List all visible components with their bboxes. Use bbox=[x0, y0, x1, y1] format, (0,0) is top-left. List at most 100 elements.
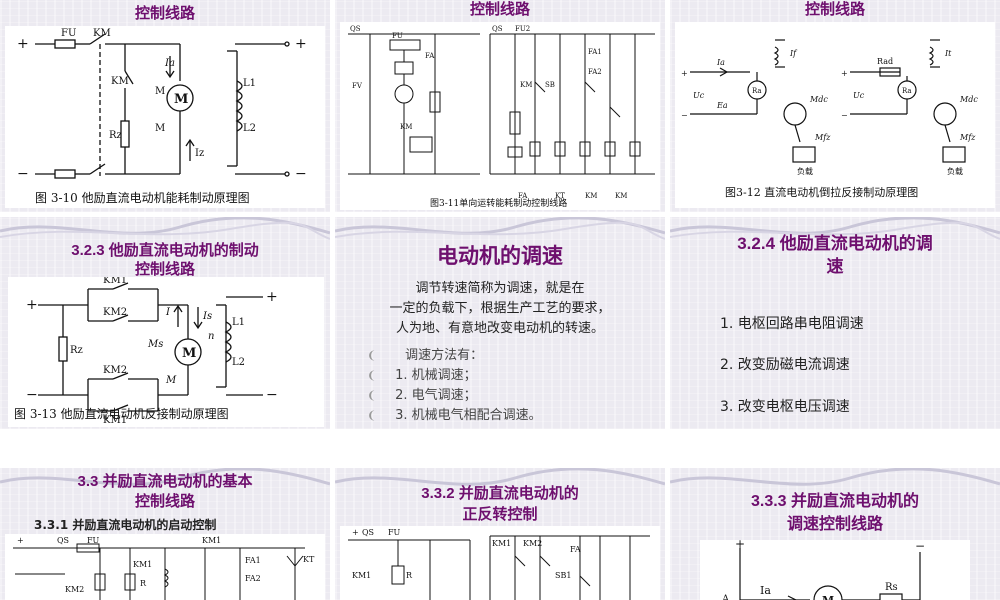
fu-label: FU bbox=[87, 536, 100, 545]
svg-text:−: − bbox=[915, 540, 925, 553]
slide-thumbnail-9[interactable]: 3.3.3 并励直流电动机的 调速控制线路 + − Ia M Rs bbox=[670, 468, 1000, 600]
svg-text:SB: SB bbox=[545, 81, 555, 89]
ms-label: Ms bbox=[147, 339, 163, 350]
bullet-icon: ❨ bbox=[367, 369, 377, 382]
svg-text:KM1: KM1 bbox=[103, 415, 127, 426]
svg-text:−: − bbox=[841, 111, 848, 120]
definition-line-2: 一定的负载下，根据生产工艺的要求， bbox=[389, 301, 611, 316]
svg-text:M: M bbox=[182, 346, 196, 361]
ia-label: Ia bbox=[760, 584, 771, 597]
slide-thumbnail-4[interactable]: 3.2.3 他励直流电动机的制动 控制线路 bbox=[0, 217, 330, 429]
svg-text:Ra: Ra bbox=[902, 87, 912, 95]
svg-text:−: − bbox=[681, 111, 688, 120]
slide-thumbnail-7[interactable]: 3.3 并励直流电动机的基本 控制线路 3.3.1 并励直流电动机的启动控制 bbox=[0, 468, 330, 600]
svg-text:+: + bbox=[295, 36, 307, 52]
svg-text:KM: KM bbox=[585, 192, 597, 200]
circuit-figure: + − Ia M Rs A bbox=[700, 537, 970, 600]
fu-label: FU bbox=[388, 528, 401, 537]
figure-caption: 图3-11单向运转能耗制动控制线路 bbox=[430, 199, 568, 209]
is-label: Is bbox=[202, 311, 212, 322]
svg-text:KM: KM bbox=[520, 81, 532, 89]
svg-text:+: + bbox=[841, 69, 848, 78]
circuit-figure: + QS FU KM1 KM2 FA SB1 R KM1 bbox=[340, 526, 660, 600]
decorative-swirl bbox=[0, 217, 330, 240]
svg-text:KM1: KM1 bbox=[202, 536, 221, 545]
ea-label: Ea bbox=[716, 101, 728, 110]
slide-title: 3.3.3 并励直流电动机的 bbox=[750, 493, 920, 510]
fa2-label: FA2 bbox=[245, 574, 261, 583]
circuit-figure: + QS FU KM1 KM1 FA1 FA2 KT R KM2 bbox=[5, 534, 325, 600]
list-item: 3. 改变电枢电压调速 bbox=[720, 399, 850, 415]
slide-thumbnail-2[interactable]: 控制线路 bbox=[335, 0, 665, 212]
n-label: n bbox=[208, 331, 214, 342]
km2-label: KM2 bbox=[65, 585, 84, 594]
section-subtitle: 3.3.1 并励直流电动机的启动控制 bbox=[34, 518, 217, 532]
km2-top-label: KM2 bbox=[103, 307, 127, 318]
definition-line-3: 人为地、有意地改变电动机的转速。 bbox=[395, 321, 604, 336]
m-label: M bbox=[165, 375, 177, 386]
slide-title: 3.2.4 他励直流电动机的调 bbox=[737, 234, 933, 253]
l2-label: L2 bbox=[232, 357, 245, 368]
iz-label: Iz bbox=[195, 148, 204, 159]
slide-thumbnail-6[interactable]: 3.2.4 他励直流电动机的调 速 1. 电枢回路串电阻调速 2. 改变励磁电流… bbox=[670, 217, 1000, 429]
m-label: M bbox=[155, 123, 165, 134]
svg-text:+: + bbox=[681, 69, 688, 78]
rz-label: Rz bbox=[70, 345, 83, 356]
slide-title: 电动机的调速 bbox=[437, 245, 563, 268]
r-label: R bbox=[140, 579, 147, 588]
km-contact-label: KM bbox=[111, 76, 129, 87]
slide-thumbnail-8[interactable]: 3.3.2 并励直流电动机的 正反转控制 bbox=[335, 468, 665, 600]
l1-label: L1 bbox=[243, 78, 256, 89]
svg-text:+: + bbox=[26, 297, 38, 313]
speed-control-diagram: + − Ia M Rs A bbox=[721, 537, 925, 600]
svg-text:负载: 负载 bbox=[947, 166, 963, 176]
slide-title: 控制线路 bbox=[134, 5, 195, 22]
ms-label: M bbox=[155, 86, 165, 97]
svg-text:FU: FU bbox=[392, 32, 403, 40]
decorative-swirl bbox=[0, 468, 330, 486]
svg-text:+: + bbox=[735, 540, 745, 551]
svg-text:KT: KT bbox=[555, 192, 565, 200]
circuit-figure: M + − + − KM1 KM2 KM2 KM1 Rz I Is Ms M n… bbox=[8, 275, 324, 427]
slide-title-line2: 控制线路 bbox=[134, 493, 195, 510]
svg-text:QS: QS bbox=[492, 25, 503, 33]
svg-text:KM: KM bbox=[400, 123, 412, 131]
qs-label: QS bbox=[57, 536, 69, 545]
list-item: ❨ 3. 机械电气相配合调速。 bbox=[367, 408, 542, 423]
slide-title: 控制线路 bbox=[469, 1, 530, 18]
l1-label: L1 bbox=[232, 317, 245, 328]
svg-text:KM1: KM1 bbox=[352, 571, 371, 580]
uc-label: Uc bbox=[693, 91, 705, 100]
list-item: 2. 改变励磁电流调速 bbox=[720, 357, 850, 373]
slide-title-line2: 控制线路 bbox=[134, 261, 195, 278]
fu-label: FU bbox=[61, 28, 76, 39]
slide-thumbnail-1[interactable]: 控制线路 bbox=[0, 0, 330, 212]
reverse-braking-diagram: +− +− Ra Ra Ia Uc Ea Mdc Mfz 负载 If Rad I… bbox=[681, 39, 978, 176]
ia-label: Ia bbox=[716, 58, 725, 67]
reverse-connection-braking-diagram: M + − + − KM1 KM2 KM2 KM1 Rz I Is Ms M n… bbox=[26, 275, 278, 426]
shunt-start-diagram: + QS FU KM1 KM1 FA1 FA2 KT R KM2 bbox=[13, 536, 315, 600]
svg-text:M: M bbox=[174, 92, 188, 107]
a-label: A bbox=[721, 594, 730, 600]
svg-text:+: + bbox=[352, 528, 359, 537]
decorative-swirl bbox=[335, 468, 665, 486]
decorative-swirl bbox=[670, 468, 1000, 486]
r-label: R bbox=[406, 571, 413, 580]
figure-caption: 图3-12 直流电动机倒拉反接制动原理图 bbox=[725, 186, 919, 199]
svg-text:QS: QS bbox=[350, 25, 361, 33]
svg-text:FA1: FA1 bbox=[588, 48, 602, 56]
m-label: M bbox=[822, 594, 834, 600]
circuit-figure: + − + − M FU KM KM M Ia M Rz Iz L1 L2 图 … bbox=[5, 26, 325, 208]
slide-title: 3.3 并励直流电动机的基本 bbox=[77, 473, 253, 490]
ia-label: Ia bbox=[164, 58, 175, 69]
svg-text:FA: FA bbox=[518, 192, 528, 200]
svg-text:KM2: KM2 bbox=[103, 365, 127, 376]
slide-thumbnail-3[interactable]: 控制线路 bbox=[670, 0, 1000, 212]
qs-label: QS bbox=[362, 528, 374, 537]
slide-thumbnail-5[interactable]: 电动机的调速 调节转速简称为调速，就是在 一定的负载下，根据生产工艺的要求， 人… bbox=[335, 217, 665, 429]
fa1-label: FA1 bbox=[245, 556, 261, 565]
fa-label: FA bbox=[570, 545, 581, 554]
svg-text:+: + bbox=[266, 289, 278, 305]
dynamic-braking-diagram: + − + − M FU KM KM M Ia M Rz Iz L1 L2 bbox=[17, 28, 307, 182]
